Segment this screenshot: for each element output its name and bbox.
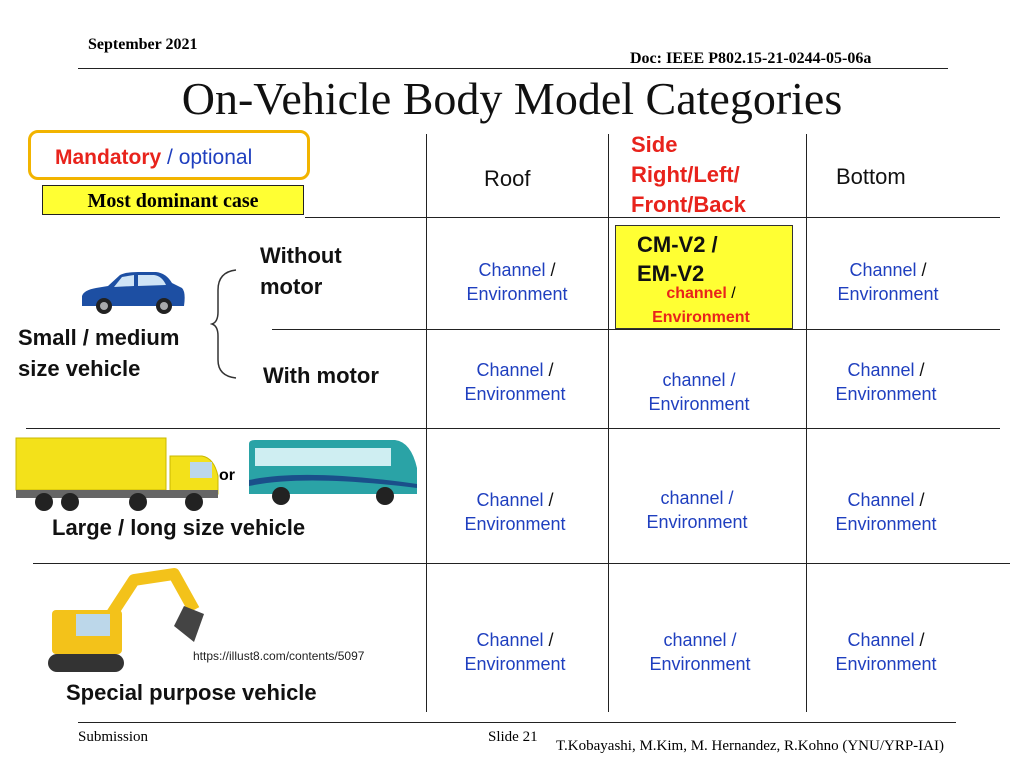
col-bottom: Bottom — [836, 164, 906, 189]
slash-text: / — [726, 630, 737, 650]
footer-rule — [78, 722, 956, 723]
image-credit: https://illust8.com/contents/5097 — [193, 649, 365, 663]
environment-text: Environment — [837, 284, 939, 304]
optional-label: optional — [178, 146, 253, 169]
cell-side-large: channel / Environment — [612, 486, 782, 534]
header-date: September 2021 — [88, 36, 198, 53]
footer-authors: T.Kobayashi, M.Kim, M. Hernandez, R.Kohn… — [556, 738, 944, 754]
slash-text: / — [914, 360, 925, 380]
channel-text: channel — [663, 630, 727, 650]
footer-submission: Submission — [78, 729, 149, 745]
grid-vline-3 — [806, 134, 807, 712]
row-small-line-1: Small / medium — [18, 325, 180, 350]
col-side-line-2: Right/Left/ — [631, 162, 740, 187]
row-without-line-1: Without — [260, 243, 342, 268]
channel-text: channel — [662, 370, 726, 390]
cell-bottom-without-motor: Channel / Environment — [803, 258, 973, 306]
dominant-case-badge: Most dominant case — [42, 185, 304, 215]
col-side-line-3: Front/Back — [631, 192, 746, 217]
legend-text: Mandatory / optional — [55, 146, 252, 170]
row-large-long: Large / long size vehicle — [52, 515, 306, 540]
mandatory-label: Mandatory — [55, 146, 162, 169]
channel-text: channel — [660, 488, 724, 508]
col-roof: Roof — [484, 166, 531, 191]
channel-text: Channel — [847, 490, 915, 510]
cell-side-without-motor: CM-V2 / EM-V2 channel / Environment — [615, 225, 793, 329]
cell-roof-special: Channel / Environment — [430, 628, 600, 676]
slash-text: / — [726, 285, 736, 302]
cell-roof-with-motor: Channel / Environment — [430, 358, 600, 406]
grid-hline-header — [305, 217, 1000, 218]
sedan-car-icon — [82, 272, 185, 314]
channel-text: Channel — [476, 360, 544, 380]
page-title: On-Vehicle Body Model Categories — [181, 73, 843, 124]
environment-text: Environment — [649, 654, 751, 674]
em-v2-label: EM-V2 — [637, 261, 705, 286]
environment-text: Environment — [464, 514, 566, 534]
channel-text: Channel — [476, 490, 544, 510]
col-side-line-1: Side — [631, 132, 678, 157]
channel-text: Channel — [476, 630, 544, 650]
excavator-icon — [48, 568, 204, 672]
environment-text: Environment — [835, 654, 937, 674]
or-label: or — [219, 467, 235, 484]
grid-vline-1 — [426, 134, 427, 712]
environment-text: Environment — [646, 512, 748, 532]
cell-bottom-with-motor: Channel / Environment — [801, 358, 971, 406]
header-rule — [78, 68, 948, 69]
slash-text: / — [916, 260, 927, 280]
cell-roof-without-motor: Channel / Environment — [432, 258, 602, 306]
slash-text: / — [914, 630, 925, 650]
footer-slide-number: Slide 21 — [488, 729, 538, 745]
cell-bottom-large: Channel / Environment — [801, 488, 971, 536]
environment-text: Environment — [466, 284, 568, 304]
environment-text: Environment — [464, 384, 566, 404]
channel-text: Channel — [847, 360, 915, 380]
environment-text: Environment — [464, 654, 566, 674]
channel-text: Channel — [478, 260, 546, 280]
environment-text: Environment — [835, 514, 937, 534]
grid-hline-motor — [272, 329, 1000, 330]
cell-roof-large: Channel / Environment — [430, 488, 600, 536]
bus-icon — [249, 440, 417, 505]
slash-text: / — [543, 360, 554, 380]
slash-text: / — [725, 370, 736, 390]
row-with-motor: With motor — [263, 363, 379, 388]
doc-id: Doc: IEEE P802.15-21-0244-05-06a — [630, 50, 872, 67]
legend-sep: / — [161, 146, 179, 169]
row-small-medium: Small / medium size vehicle — [18, 322, 179, 384]
environment-text: Environment — [835, 384, 937, 404]
cm-v2-label: CM-V2 / — [637, 232, 718, 257]
slash-text: / — [543, 490, 554, 510]
row-special-purpose: Special purpose vehicle — [66, 680, 317, 705]
row-without-motor: Without motor — [260, 240, 342, 302]
slash-text: / — [914, 490, 925, 510]
cell-side-special: channel / Environment — [615, 628, 785, 676]
cell-bottom-special: Channel / Environment — [801, 628, 971, 676]
row-small-line-2: size vehicle — [18, 356, 141, 381]
truck-icon — [15, 437, 219, 511]
grid-hline-special — [33, 563, 1010, 564]
channel-text: Channel — [849, 260, 917, 280]
channel-text: Channel — [847, 630, 915, 650]
cell-side-with-motor: channel / Environment — [614, 368, 784, 416]
environment-text: Environment — [652, 309, 750, 326]
environment-text: Environment — [648, 394, 750, 414]
slash-text: / — [723, 488, 734, 508]
channel-text: channel — [666, 285, 727, 302]
legend-box — [28, 130, 310, 180]
col-side: Side Right/Left/ Front/Back — [631, 130, 746, 220]
grid-vline-2 — [608, 134, 609, 712]
slash-text: / — [543, 630, 554, 650]
grid-hline-large — [26, 428, 1000, 429]
brace-icon — [210, 269, 237, 379]
row-without-line-2: motor — [260, 274, 323, 299]
slash-text: / — [545, 260, 556, 280]
